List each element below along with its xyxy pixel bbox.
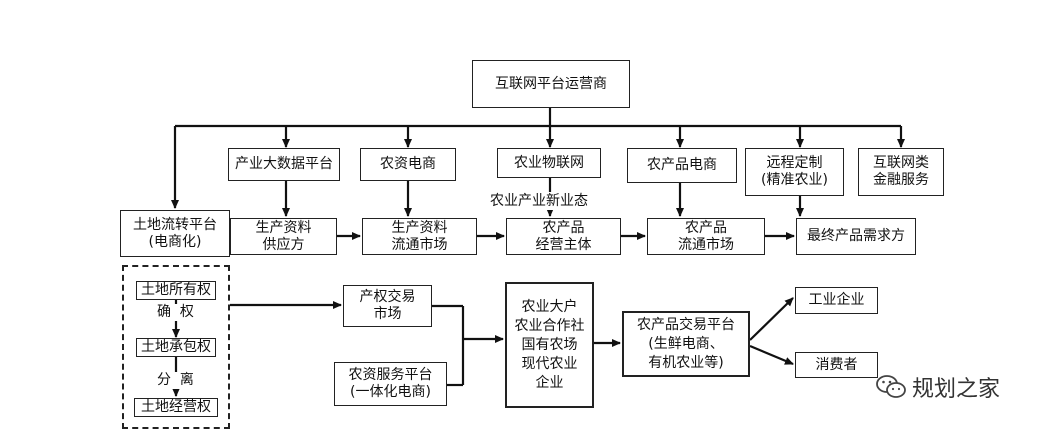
chain-means-of-production-supplier: 生产资料 供应方: [230, 218, 337, 255]
chain-agri-product-operator: 农产品 经营主体: [506, 218, 621, 255]
confirm-rights-label: 确 权: [157, 304, 194, 321]
service-agri-iot: 农业物联网: [497, 148, 601, 178]
watermark-text: 规划之家: [912, 377, 1001, 402]
land-operation-box: 土地经营权: [134, 398, 218, 417]
land-rights-dashed-group: [122, 265, 230, 429]
service-remote-customization: 远程定制 (精准农业): [745, 148, 844, 196]
separation-label: 分 离: [157, 372, 194, 389]
new-agri-format-label: 农业产业新业态: [490, 193, 588, 210]
watermark: 规划之家: [876, 371, 1000, 403]
service-big-data-platform: 产业大数据平台: [228, 148, 340, 181]
internet-platform-operator-box: 互联网平台运营商: [472, 60, 630, 108]
buyer-consumer: 消费者: [795, 352, 878, 378]
agri-service-platform: 农资服务平台 (一体化电商): [334, 362, 447, 406]
chain-agri-product-market: 农产品 流通市场: [647, 218, 765, 255]
wechat-icon: [876, 375, 906, 398]
chain-means-of-production-market: 生产资料 流通市场: [362, 218, 477, 255]
chain-final-demand: 最终产品需求方: [796, 218, 916, 255]
service-agri-supply-ecommerce: 农资电商: [360, 148, 456, 181]
buyer-industrial-enterprise: 工业企业: [795, 287, 878, 314]
land-transfer-platform: 土地流转平台 (电商化): [120, 210, 230, 257]
agri-trade-platform: 农产品交易平台 (生鲜电商、 有机农业等): [622, 311, 750, 377]
service-internet-finance: 互联网类 金融服务: [858, 148, 944, 196]
agri-operators-box: 农业大户 农业合作社 国有农场 现代农业 企业: [505, 282, 594, 408]
land-ownership-box: 土地所有权: [136, 281, 216, 300]
land-contract-box: 土地承包权: [136, 338, 216, 357]
service-agri-product-ecommerce: 农产品电商: [627, 148, 737, 183]
property-rights-market: 产权交易 市场: [343, 285, 432, 327]
